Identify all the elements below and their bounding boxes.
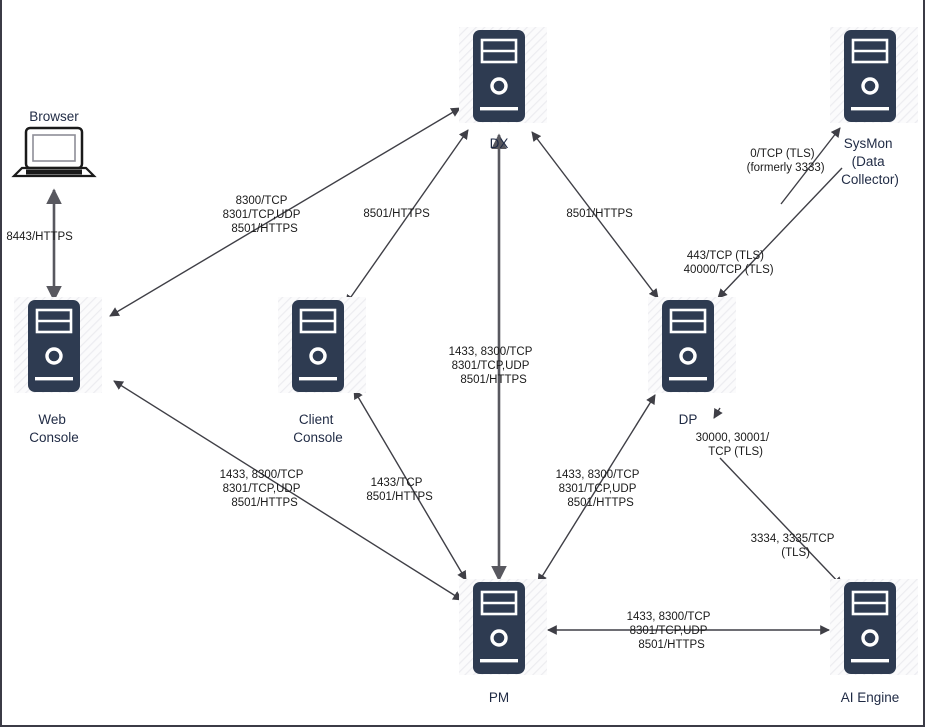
edge-label-line: 8501/HTTPS xyxy=(231,223,298,235)
edge-label-line: 8501/HTTPS xyxy=(638,639,705,651)
node-label: DP xyxy=(679,412,698,427)
node-label-line: Client xyxy=(299,412,334,427)
node-web-console[interactable]: Web Console xyxy=(14,297,102,445)
node-browser[interactable]: Browser xyxy=(11,109,97,178)
node-label: SysMon (Data Collector) xyxy=(841,136,899,187)
edge-label-line: 8501/HTTPS xyxy=(363,208,430,220)
edge-browser-web-console[interactable]: 8443/HTTPS xyxy=(6,188,101,302)
node-dx[interactable]: DX xyxy=(459,27,547,151)
node-label-line: DP xyxy=(679,412,698,427)
edge-sysmon-dp[interactable]: 443/TCP (TLS) 40000/TCP (TLS) xyxy=(684,167,843,299)
edge-dx-dp[interactable]: 8501/HTTPS xyxy=(531,131,662,299)
server-icon xyxy=(473,30,525,122)
edge-client-console-pm[interactable]: 1433/TCP 8501/HTTPS xyxy=(353,389,467,581)
server-icon xyxy=(844,582,896,674)
edge-label-line: 0/TCP (TLS) xyxy=(750,148,814,160)
node-label-line: AI Engine xyxy=(841,690,900,705)
node-dp[interactable]: DP xyxy=(648,297,736,427)
node-label-line: Collector) xyxy=(841,172,899,187)
edge-label: 3334, 3335/TCP (TLS) xyxy=(751,533,870,559)
edge-label-line: 8300/TCP xyxy=(236,195,288,207)
edge-label-line: 8501/HTTPS xyxy=(231,497,298,509)
edge-dp-sysmon[interactable]: 0/TCP (TLS) (formerly 3333) xyxy=(747,127,854,205)
edge-label-line: 1433/TCP xyxy=(371,477,423,489)
edge-dx-pm[interactable]: 1433, 8300/TCP 8301/TCP,UDP 8501/HTTPS xyxy=(449,133,568,582)
edge-label-line: 8301/TCP,UDP xyxy=(223,483,301,495)
edge-client-console-dx[interactable]: 8501/HTTPS xyxy=(345,129,469,305)
edge-label: 8443/HTTPS xyxy=(6,231,101,243)
edge-dp-ai-engine-30000[interactable]: 30000, 30001/ TCP (TLS) xyxy=(696,407,805,458)
edges-layer: 8443/HTTPS 8300/TCP 8301/TCP,UDP 8501/HT… xyxy=(6,107,870,651)
node-label-line: (Data xyxy=(852,154,886,169)
server-icon xyxy=(662,300,714,392)
server-icon xyxy=(28,300,80,392)
edge-label: 8501/HTTPS xyxy=(566,208,661,220)
edge-dp-ai-engine-3334[interactable]: 3334, 3335/TCP (TLS) xyxy=(719,457,870,587)
edge-label: 1433/TCP 8501/HTTPS xyxy=(366,477,461,503)
edge-label: 1433, 8300/TCP 8301/TCP,UDP 8501/HTTPS xyxy=(449,346,568,386)
node-label-line: Console xyxy=(293,430,343,445)
edge-label-line: 8301/TCP,UDP xyxy=(630,625,708,637)
edge-label-line: 1433, 8300/TCP xyxy=(627,611,711,623)
edge-label: 1433, 8300/TCP 8301/TCP,UDP 8501/HTTPS xyxy=(627,611,746,651)
edge-label-line: 443/TCP (TLS) xyxy=(687,250,764,262)
node-sysmon[interactable]: SysMon (Data Collector) xyxy=(830,27,918,187)
node-label: Client Console xyxy=(293,412,343,445)
node-label-line: Console xyxy=(29,430,79,445)
edge-label-line: TCP (TLS) xyxy=(708,446,763,458)
edge-pm-ai-engine[interactable]: 1433, 8300/TCP 8301/TCP,UDP 8501/HTTPS xyxy=(547,611,830,651)
edge-label: 1433, 8300/TCP 8301/TCP,UDP 8501/HTTPS xyxy=(220,469,339,509)
edge-label-line: 8501/HTTPS xyxy=(566,208,633,220)
edge-label: 0/TCP (TLS) (formerly 3333) xyxy=(747,148,854,174)
node-label: Web Console xyxy=(29,412,79,445)
node-pm[interactable]: PM xyxy=(459,579,547,705)
node-label: Browser xyxy=(29,109,79,124)
edge-label: 8300/TCP 8301/TCP,UDP 8501/HTTPS xyxy=(223,195,336,235)
edge-label-line: 40000/TCP (TLS) xyxy=(684,264,774,276)
server-icon xyxy=(844,30,896,122)
edge-label-line: 1433, 8300/TCP xyxy=(556,469,640,481)
edge-label-line: 8501/HTTPS xyxy=(567,497,634,509)
node-label: DX xyxy=(490,136,509,151)
edge-label-line: 30000, 30001/ xyxy=(696,432,770,444)
edge-label-line: 8443/HTTPS xyxy=(6,231,73,243)
server-icon xyxy=(473,582,525,674)
edge-label-line: 8501/HTTPS xyxy=(366,491,433,503)
edge-label: 1433, 8300/TCP 8301/TCP,UDP 8501/HTTPS xyxy=(556,469,675,509)
node-client-console[interactable]: Client Console xyxy=(278,297,366,445)
node-label-line: SysMon xyxy=(844,136,893,151)
node-label-line: DX xyxy=(490,136,509,151)
edge-label-line: 8301/TCP,UDP xyxy=(452,360,530,372)
edge-label-line: 8301/TCP,UDP xyxy=(223,209,301,221)
server-icon xyxy=(292,300,344,392)
edge-label-line: 3334, 3335/TCP xyxy=(751,533,835,545)
edge-label: 8501/HTTPS xyxy=(363,208,458,220)
edge-label-line: (TLS) xyxy=(781,547,810,559)
edge-dp-pm[interactable]: 1433, 8300/TCP 8301/TCP,UDP 8501/HTTPS xyxy=(537,394,675,584)
edge-label: 443/TCP (TLS) 40000/TCP (TLS) xyxy=(684,250,803,276)
node-label: PM xyxy=(489,690,509,705)
node-label-line: Browser xyxy=(29,109,79,124)
node-label-line: Web xyxy=(38,412,66,427)
edge-label: 30000, 30001/ TCP (TLS) xyxy=(696,432,805,458)
node-label-line: PM xyxy=(489,690,509,705)
laptop-icon xyxy=(11,126,97,178)
edge-label-line: 8501/HTTPS xyxy=(460,374,527,386)
edge-label-line: 1433, 8300/TCP xyxy=(449,346,533,358)
node-label: AI Engine xyxy=(841,690,900,705)
edge-label-line: 8301/TCP,UDP xyxy=(559,483,637,495)
edge-label-line: 1433, 8300/TCP xyxy=(220,469,304,481)
edge-label-line: (formerly 3333) xyxy=(747,162,825,174)
node-ai-engine[interactable]: AI Engine xyxy=(830,579,918,705)
